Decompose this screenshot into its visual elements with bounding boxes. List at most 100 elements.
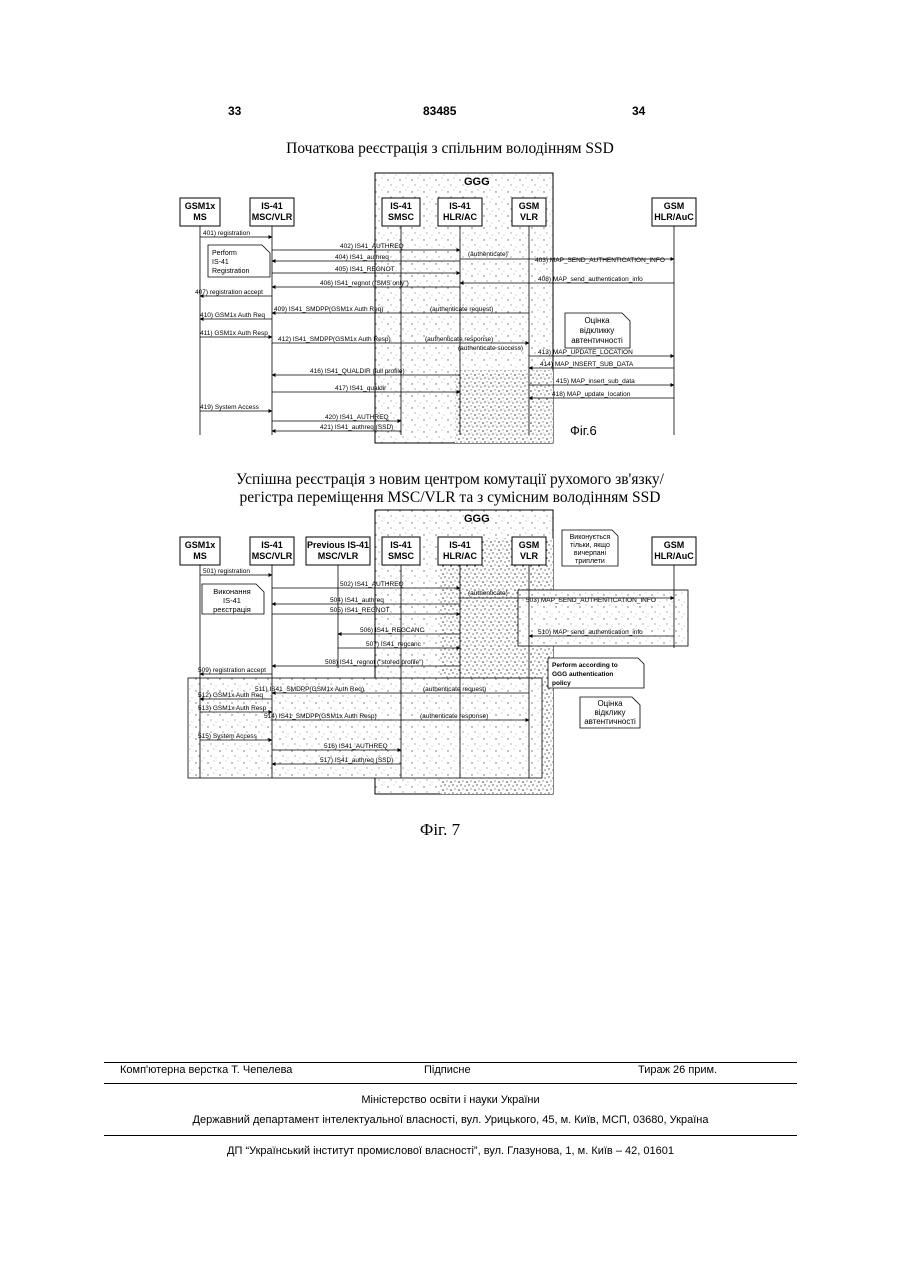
footer-ministry: Міністерство освіти і науки України: [104, 1094, 797, 1106]
message-label: 405) IS41_REGNOT: [335, 266, 395, 273]
fig7-diagram: GGG GSM1x MS IS-41 MSC/VLR Previous IS-4…: [170, 508, 710, 798]
fig7-title-line2: регістра переміщення MSC/VLR та з сумісн…: [180, 489, 720, 507]
entity-label: IS-41: [449, 540, 471, 550]
message-label: 408) MAP_send_authentication_info: [538, 276, 643, 283]
footer-signed: Підписне: [424, 1064, 471, 1076]
entity-label: HLR/AC: [443, 212, 477, 222]
message-label: 413) MAP_UPDATE_LOCATION: [538, 349, 633, 356]
message-label: 401) registration: [203, 230, 250, 237]
message-label: 421) IS41_authreq (SSD): [320, 424, 393, 431]
message-label: Оцінка: [597, 699, 623, 708]
fig7-title: Успішна реєстрація з новим центром комут…: [180, 471, 720, 507]
fig6-diagram: GGG GSM1x MS IS-41 MSC/VLR IS-41 SMSC IS…: [170, 165, 710, 460]
message-label: автентичності: [584, 717, 636, 726]
entity-label: IS-41: [390, 540, 412, 550]
message-label: 417) IS41_qualdir: [335, 385, 387, 392]
message-label: тільки, якщо: [570, 541, 610, 549]
message-label: 505) IS41_REGNOT: [330, 607, 390, 614]
entity-label: IS-41: [390, 201, 412, 211]
entity-label: GSM: [664, 540, 685, 550]
entity-label: GSM: [664, 201, 685, 211]
message-label: відклику: [594, 708, 625, 717]
message-label: 403) MAP_SEND_AUTHENTICATION_INFO: [535, 257, 665, 264]
message-label: вичерпані: [574, 549, 607, 557]
message-label: 510) MAP_send_authentication_info: [538, 629, 643, 636]
message-label: 501) registration: [203, 568, 250, 575]
footer-typesetting: Комп'ютерна верстка Т. Чепелева: [120, 1064, 292, 1076]
message-label: 513) GSM1x Auth Resp: [198, 705, 267, 712]
message-label: 402) IS41_AUTHREQ: [340, 243, 404, 250]
message-label: 517) IS41_authreq (SSD): [320, 757, 393, 764]
message-label: 416) IS41_QUALDIR (full profile): [310, 368, 405, 375]
entity-label: MSC/VLR: [252, 551, 293, 561]
entity-label: GSM: [519, 540, 540, 550]
ggg-label: GGG: [464, 176, 490, 188]
footer-circulation: Тираж 26 прим.: [638, 1064, 717, 1076]
entity-label: GSM: [519, 201, 540, 211]
footer-rule-mid: [104, 1083, 797, 1084]
message-label: (authenticate request): [423, 686, 486, 693]
message-label: 418) MAP_update_location: [552, 391, 631, 398]
message-label: 508) IS41_regnot ("stored profile"): [325, 659, 424, 666]
message-label: 506) IS41_REGCANC: [360, 627, 425, 634]
entity-label: IS-41: [261, 201, 283, 211]
entity-label: SMSC: [388, 551, 415, 561]
patent-number: 83485: [423, 104, 456, 118]
message-label: Perform: [212, 250, 237, 257]
entity-label: Previous IS-41: [307, 540, 369, 550]
message-label: 412) IS41_SMDPP(GSM1x Auth Resp): [278, 336, 391, 343]
message-label: Perform according to: [552, 662, 618, 669]
entity-label: VLR: [520, 551, 539, 561]
message-label: відкликку: [580, 326, 615, 335]
fig7-label: Фіг. 7: [400, 820, 480, 840]
message-label: 504) IS41_authreq: [330, 597, 384, 604]
fig6-title: Початкова реєстрація з спільним володінн…: [200, 140, 700, 158]
message-label: 516) IS41_AUTHREQ: [324, 743, 388, 750]
footer-department: Державний департамент інтелектуальної вл…: [104, 1114, 797, 1126]
message-label: 511) IS41_SMDPP(GSM1x Auth Req): [255, 686, 364, 693]
entity-label: SMSC: [388, 212, 415, 222]
footer-institute: ДП “Український інститут промислової вла…: [104, 1145, 797, 1157]
message-label: IS-41: [212, 259, 229, 266]
entity-label: GSM1x: [185, 201, 216, 211]
message-label: 503) MAP_SEND_AUTHENTICATION_INFO: [526, 597, 656, 604]
ggg-label: GGG: [464, 513, 490, 525]
message-label: автентичності: [571, 336, 623, 345]
message-label: 512) GSM1x Auth Req: [198, 692, 263, 699]
message-label: 515) System Access: [198, 733, 258, 740]
entity-label: GSM1x: [185, 540, 216, 550]
entity-label: MS: [193, 551, 207, 561]
message-label: 410) GSM1x Auth Req: [200, 312, 265, 319]
message-label: 514) IS41_SMDPP(GSM1x Auth Resp): [264, 713, 377, 720]
entity-label: HLR/AuC: [654, 212, 694, 222]
fig6-label: Фіг.6: [570, 423, 597, 438]
message-label: (authenticate): [468, 590, 508, 597]
message-label: 419) System Access: [200, 404, 260, 411]
message-label: 420) IS41_AUTHREQ: [325, 414, 389, 421]
message-label: Виконується: [570, 534, 611, 541]
message-label: GGG authentication: [552, 671, 613, 678]
message-label: 507) IS41_regcanc: [366, 641, 422, 648]
message-label: 509) registration accept: [198, 667, 266, 674]
footer-rule-top: [104, 1062, 797, 1063]
message-label: Виконання: [213, 587, 250, 596]
entity-label: IS-41: [449, 201, 471, 211]
entity-label: IS-41: [261, 540, 283, 550]
page-number-right: 34: [632, 104, 645, 118]
message-label: 414) MAP_INSERT_SUB_DATA: [540, 361, 634, 368]
entity-label: HLR/AuC: [654, 551, 694, 561]
entity-label: VLR: [520, 212, 539, 222]
entity-label: MSC/VLR: [252, 212, 293, 222]
message-label: 409) IS41_SMDPP(GSM1x Auth Req): [274, 306, 383, 313]
message-label: 411) GSM1x Auth Resp: [200, 330, 268, 337]
fig7-title-line1: Успішна реєстрація з новим центром комут…: [180, 471, 720, 489]
message-label: policy: [552, 680, 571, 687]
page-number-left: 33: [228, 104, 241, 118]
message-label: 404) IS41_authreq: [335, 254, 389, 261]
message-label: реєстрація: [213, 605, 251, 614]
ggg-dense-region: [455, 370, 553, 443]
message-label: (authenticate success): [458, 345, 523, 352]
message-label: 415) MAP_insert_sub_data: [556, 378, 635, 385]
message-label: (authenticate): [468, 251, 508, 258]
message-label: (authenticate response): [425, 336, 493, 343]
